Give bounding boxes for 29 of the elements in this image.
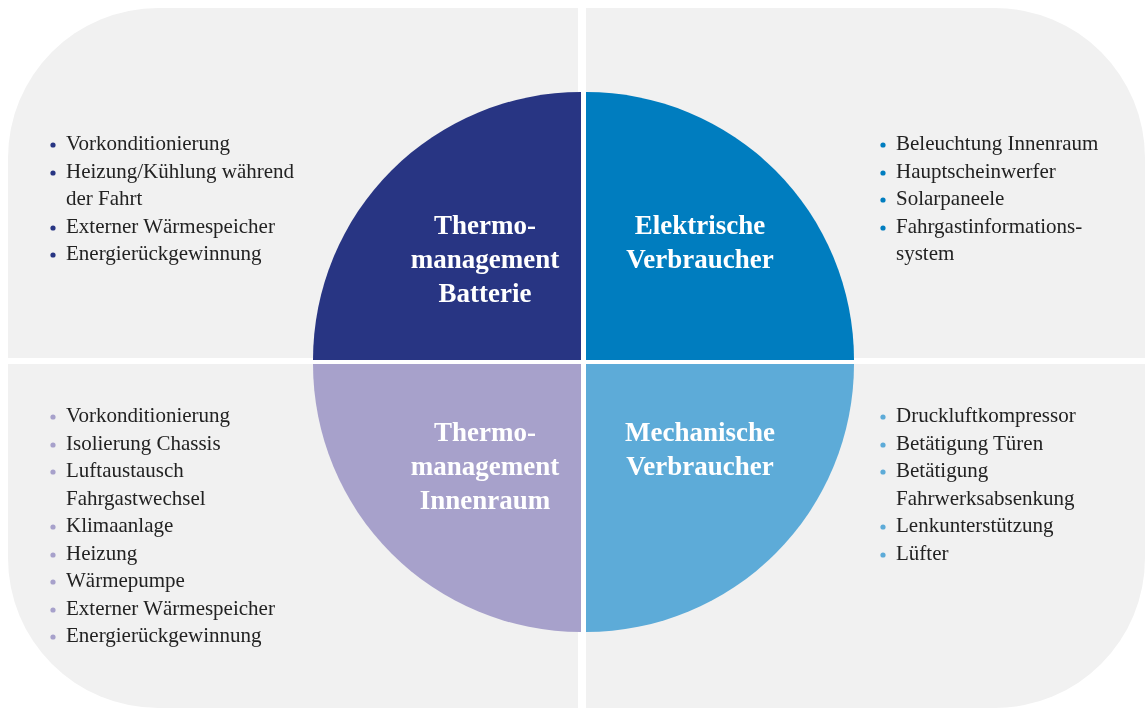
list-item: Klimaanlage bbox=[66, 513, 174, 537]
list-item: Heizung bbox=[66, 540, 138, 565]
list-item: Beleuchtung Innenraum bbox=[896, 131, 1099, 155]
category-title: Thermo- management Innenraum bbox=[409, 416, 561, 517]
list-item: Vorkonditionierung bbox=[66, 403, 231, 427]
list-item: Lüfter bbox=[896, 540, 949, 565]
list-item: Luftaustausch Fahrgastwechsel bbox=[66, 458, 206, 510]
category-panel bbox=[586, 8, 1145, 358]
list-item: Druckluftkompressor bbox=[896, 403, 1076, 427]
category-panel bbox=[8, 8, 578, 358]
category-panel bbox=[8, 364, 578, 708]
list-item: Hauptscheinwerfer bbox=[896, 158, 1056, 183]
category-panel bbox=[586, 364, 1145, 708]
list-item: Wärmepumpe bbox=[66, 568, 185, 592]
list-item: Energierückgewinnung bbox=[66, 623, 262, 647]
list-item: Energierückgewinnung bbox=[66, 241, 262, 265]
list-item: Externer Wärmespeicher bbox=[66, 213, 275, 238]
category-title: Thermo- management Batterie bbox=[409, 209, 561, 310]
list-item: Heizung/Kühlung während der Fahrt bbox=[66, 158, 295, 210]
list-item: Isolierung Chassis bbox=[66, 430, 221, 455]
list-item: Betätigung Türen bbox=[896, 430, 1044, 455]
list-item: Fahrgastinformations- system bbox=[896, 213, 1083, 265]
category-title: Elektrische Verbraucher bbox=[625, 209, 775, 276]
list-item: Solarpaneele bbox=[896, 186, 1005, 210]
category-title: Mechanische Verbraucher bbox=[624, 416, 776, 483]
list-item: Externer Wärmespeicher bbox=[66, 595, 275, 620]
list-item: Betätigung Fahrwerksabsenkung bbox=[896, 458, 1075, 510]
list-item: Lenkunterstützung bbox=[896, 513, 1054, 537]
list-item: Vorkonditionierung bbox=[66, 131, 231, 155]
